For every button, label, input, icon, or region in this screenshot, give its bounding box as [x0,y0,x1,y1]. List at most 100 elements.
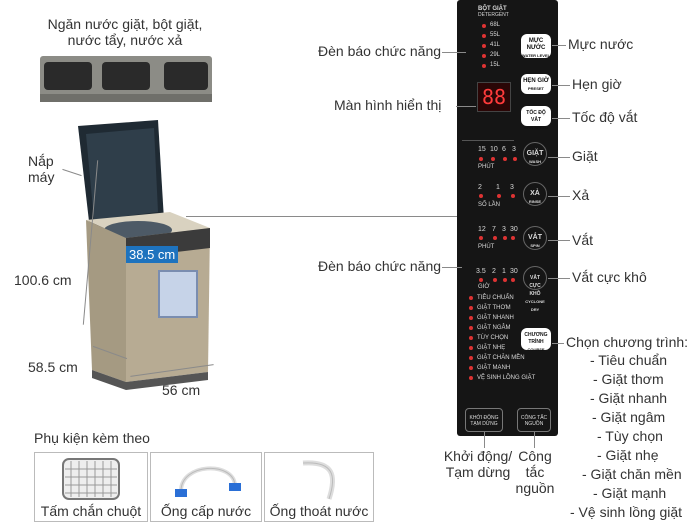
panel-header-sub: DETERGENT [478,12,509,18]
minutes-unit: PHÚT [478,164,495,170]
minutes-unit: PHÚT [478,244,495,250]
panel-program-item: GIẶT NHẸ [477,345,506,351]
start-pause-button[interactable]: KHỞI ĐỘNG TẠM DỪNG [465,408,503,432]
accessories-title: Phụ kiện kèm theo [34,430,150,446]
water-level-led [482,34,486,38]
accessory-label: Ống thoát nước [269,503,369,519]
panel-program-item: TIÊU CHUẨN [477,295,514,301]
dry-hour-value: 1 [502,268,506,275]
water-level-value: 55L [490,32,501,38]
leader-line [548,196,570,197]
panel-program-item: GIẶT NHANH [477,315,514,321]
program-led [469,316,473,320]
panel-program-item: GIẶT NGÂM [477,325,511,331]
spin-minute-value: 3 [502,226,506,233]
rinse-times-value: 1 [496,184,500,191]
leader-line [548,157,570,158]
dry-led [479,278,483,282]
rinse-led [497,194,501,198]
accessory-inlet-hose: Ống cấp nước [150,452,262,522]
depth-label: 58.5 cm [28,359,78,375]
wash-led [491,157,495,161]
rinse-times-value: 3 [510,184,514,191]
accessory-drain-hose: Ống thoát nước [264,452,374,522]
dry-spin-label: Vắt cực khô [572,269,647,285]
program-led [469,326,473,330]
panel-program-item: TÙY CHỌN [477,335,509,341]
indicator-label-top: Đèn báo chức năng [318,43,442,59]
water-level-led [482,64,486,68]
program-list-item: - Giặt ngâm [592,409,666,425]
display-label: Màn hình hiển thị [334,97,442,113]
dry-hour-value: 30 [510,268,518,275]
program-led [469,306,473,310]
panel-program-item: VỆ SINH LỒNG GIẶT [477,375,536,381]
dry-hour-value: 3.5 [476,268,486,275]
panel-program-item: GIẶT CHĂN MỀN [477,355,525,361]
power-label: Công tắc nguồn [515,448,555,496]
program-led [469,336,473,340]
program-title-label: Chọn chương trình: [566,334,689,350]
program-led [469,376,473,380]
water-level-led [482,24,486,28]
wash-led [503,157,507,161]
accessory-label: Ống cấp nước [160,503,252,519]
program-list-item: - Giặt nhẹ [597,447,659,463]
leader-line [552,85,570,86]
program-led [469,356,473,360]
water-level-led [482,54,486,58]
hours-unit: GIỜ [478,284,490,290]
wash-led [479,157,483,161]
indicator-label-bottom: Đèn báo chức năng [318,258,442,274]
indicator-leader-long [186,216,460,217]
leader-line [548,278,570,279]
program-list-item: - Giặt nhanh [590,390,668,406]
program-list-item: - Giặt chăn mền [582,466,682,482]
leader-line [552,45,566,46]
dry-hour-value: 2 [492,268,496,275]
spin-led [479,236,483,240]
detergent-tray-image [40,56,212,102]
panel-header: BỘT GIẶT [478,6,507,12]
spin-led [503,236,507,240]
wash-minute-value: 3 [512,146,516,153]
accessory-label: Tấm chắn chuột [40,503,142,519]
spin-led [511,236,515,240]
water-level-value: 68L [490,22,501,28]
water-level-value: 41L [490,42,501,48]
program-list-item: - Tùy chọn [597,428,663,444]
wash-minute-value: 15 [478,146,486,153]
drain-hose-icon [302,460,335,500]
drum-diameter-tag: 38.5 cm [126,246,179,263]
program-list-item: - Vệ sinh lồng giặt [570,504,683,520]
wash-label: Giặt [572,148,598,164]
water-level-led [482,44,486,48]
spin-speed-label: Tốc độ vắt [572,109,638,125]
dry-led [493,278,497,282]
mouse-guard-icon [62,458,120,500]
height-label: 100.6 cm [14,272,72,288]
power-button[interactable]: CÔNG TẮC NGUỒN [517,408,551,432]
water-level-label: Mực nước [568,36,634,52]
timer-label: Hẹn giờ [572,76,622,92]
program-list-item: - Tiêu chuẩn [590,352,668,368]
leader-line [534,432,535,448]
water-level-value: 15L [490,62,501,68]
spin-led [493,236,497,240]
program-led [469,366,473,370]
spin-minute-value: 7 [492,226,496,233]
leader-line [548,240,570,241]
program-list-item: - Giặt thơm [593,371,664,387]
program-led [469,296,473,300]
dry-led [503,278,507,282]
program-led [469,346,473,350]
detergent-tray-label: Ngăn nước giặt, bột giặt, nước tẩy, nước… [47,16,203,48]
